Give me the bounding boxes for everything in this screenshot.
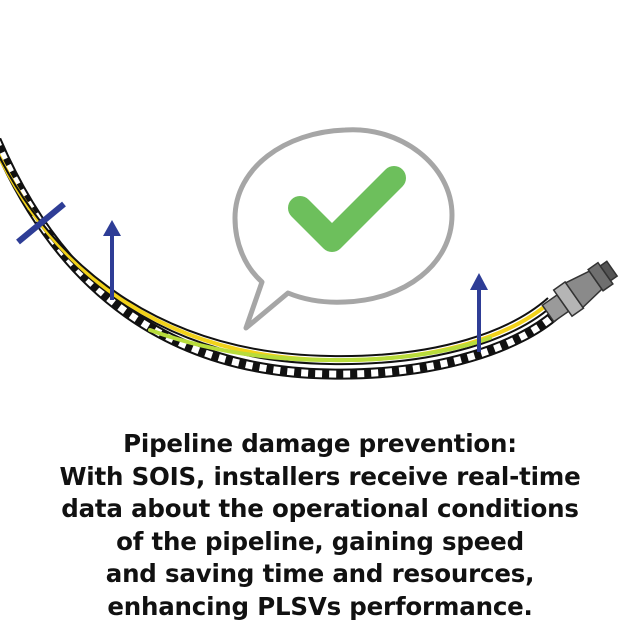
pipeline-green-highlight (148, 328, 492, 363)
caption: Pipeline damage prevention: With SOIS, i… (0, 428, 640, 623)
cross-marker (16, 201, 66, 245)
caption-line-5: and saving time and resources, (105, 559, 535, 588)
up-arrow-icon (470, 273, 488, 352)
caption-line-2: With SOIS, installers receive real-time (59, 461, 581, 491)
caption-line-4: of the pipeline, gaining speed (116, 526, 524, 556)
pipeline-top-edge (0, 155, 549, 358)
pipeline-illustration (0, 127, 619, 380)
pipeline-checker-dashes (0, 140, 559, 378)
caption-line-1: Pipeline damage prevention: (123, 429, 517, 458)
pipeline (0, 137, 560, 380)
caption-line-3: data about the operational conditions (61, 494, 579, 523)
caption-line-6: enhancing PLSVs performance. (107, 591, 533, 621)
pipe-end-connector-icon (541, 260, 619, 323)
checkmark-icon (288, 166, 406, 252)
up-arrow-icon (103, 220, 121, 300)
